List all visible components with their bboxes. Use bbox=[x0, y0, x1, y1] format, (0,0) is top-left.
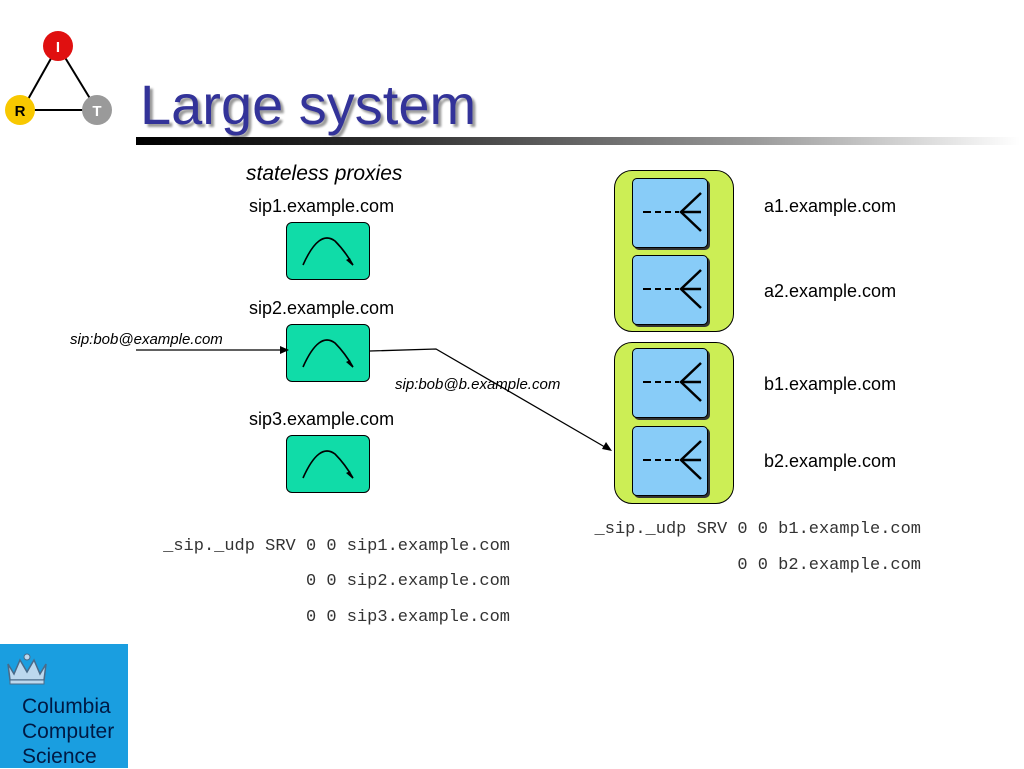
svg-text:R: R bbox=[15, 103, 26, 120]
irt-node-r: R bbox=[5, 95, 35, 125]
dns-left-line-2: 0 0 sip2.example.com bbox=[305, 572, 510, 591]
proxy-label-sip3: sip3.example.com bbox=[249, 409, 395, 429]
fork-icon bbox=[643, 269, 702, 309]
irt-node-t: T bbox=[82, 95, 112, 125]
svg-text:I: I bbox=[56, 39, 60, 56]
server-label-a2: a2.example.com bbox=[764, 281, 897, 301]
logo-line-3: Science bbox=[22, 745, 97, 768]
server-label-b1: b1.example.com bbox=[764, 374, 897, 394]
stateless-proxies-caption: stateless proxies bbox=[246, 162, 403, 185]
forwarded-uri-label: sip:bob@b.example.com bbox=[395, 376, 561, 393]
forward-arrowhead bbox=[602, 442, 612, 451]
proxy-sip3 bbox=[286, 435, 370, 493]
proxy-label-sip2: sip2.example.com bbox=[249, 298, 395, 318]
incoming-uri-label: sip:bob@example.com bbox=[70, 331, 223, 348]
fork-icon bbox=[643, 440, 702, 480]
slide-title: Large system bbox=[140, 73, 477, 136]
proxy-sip2 bbox=[286, 324, 370, 382]
dns-right-line-1: _sip._udp SRV 0 0 b1.example.com bbox=[594, 520, 921, 539]
proxy-arc-icon bbox=[302, 339, 354, 368]
crown-icon bbox=[7, 653, 47, 685]
server-b1 bbox=[632, 348, 708, 418]
fork-icon bbox=[643, 362, 702, 402]
dns-left-line-3: 0 0 sip3.example.com bbox=[305, 608, 510, 627]
forward-request-arrow bbox=[369, 348, 611, 451]
svg-text:T: T bbox=[92, 103, 101, 120]
columbia-logo: Columbia Computer Science bbox=[0, 644, 128, 768]
irt-logo: I R T bbox=[5, 31, 112, 125]
server-b2 bbox=[632, 426, 708, 496]
server-label-b2: b2.example.com bbox=[764, 451, 897, 471]
proxy-label-sip1: sip1.example.com bbox=[249, 196, 395, 216]
server-a1 bbox=[632, 178, 708, 248]
fork-icon bbox=[643, 192, 702, 232]
title-underline bbox=[136, 137, 1020, 145]
proxy-sip1 bbox=[286, 222, 370, 280]
dns-right-line-2: 0 0 b2.example.com bbox=[737, 556, 921, 575]
logo-line-1: Columbia bbox=[22, 695, 111, 718]
dns-left-line-1: _sip._udp SRV 0 0 sip1.example.com bbox=[163, 537, 510, 556]
proxy-arc-icon bbox=[302, 237, 354, 266]
logo-line-2: Computer bbox=[22, 720, 115, 743]
irt-node-i: I bbox=[43, 31, 73, 61]
proxy-arc-icon bbox=[302, 450, 354, 479]
incoming-arrowhead bbox=[280, 346, 289, 354]
server-label-a1: a1.example.com bbox=[764, 196, 897, 216]
server-a2 bbox=[632, 255, 708, 325]
